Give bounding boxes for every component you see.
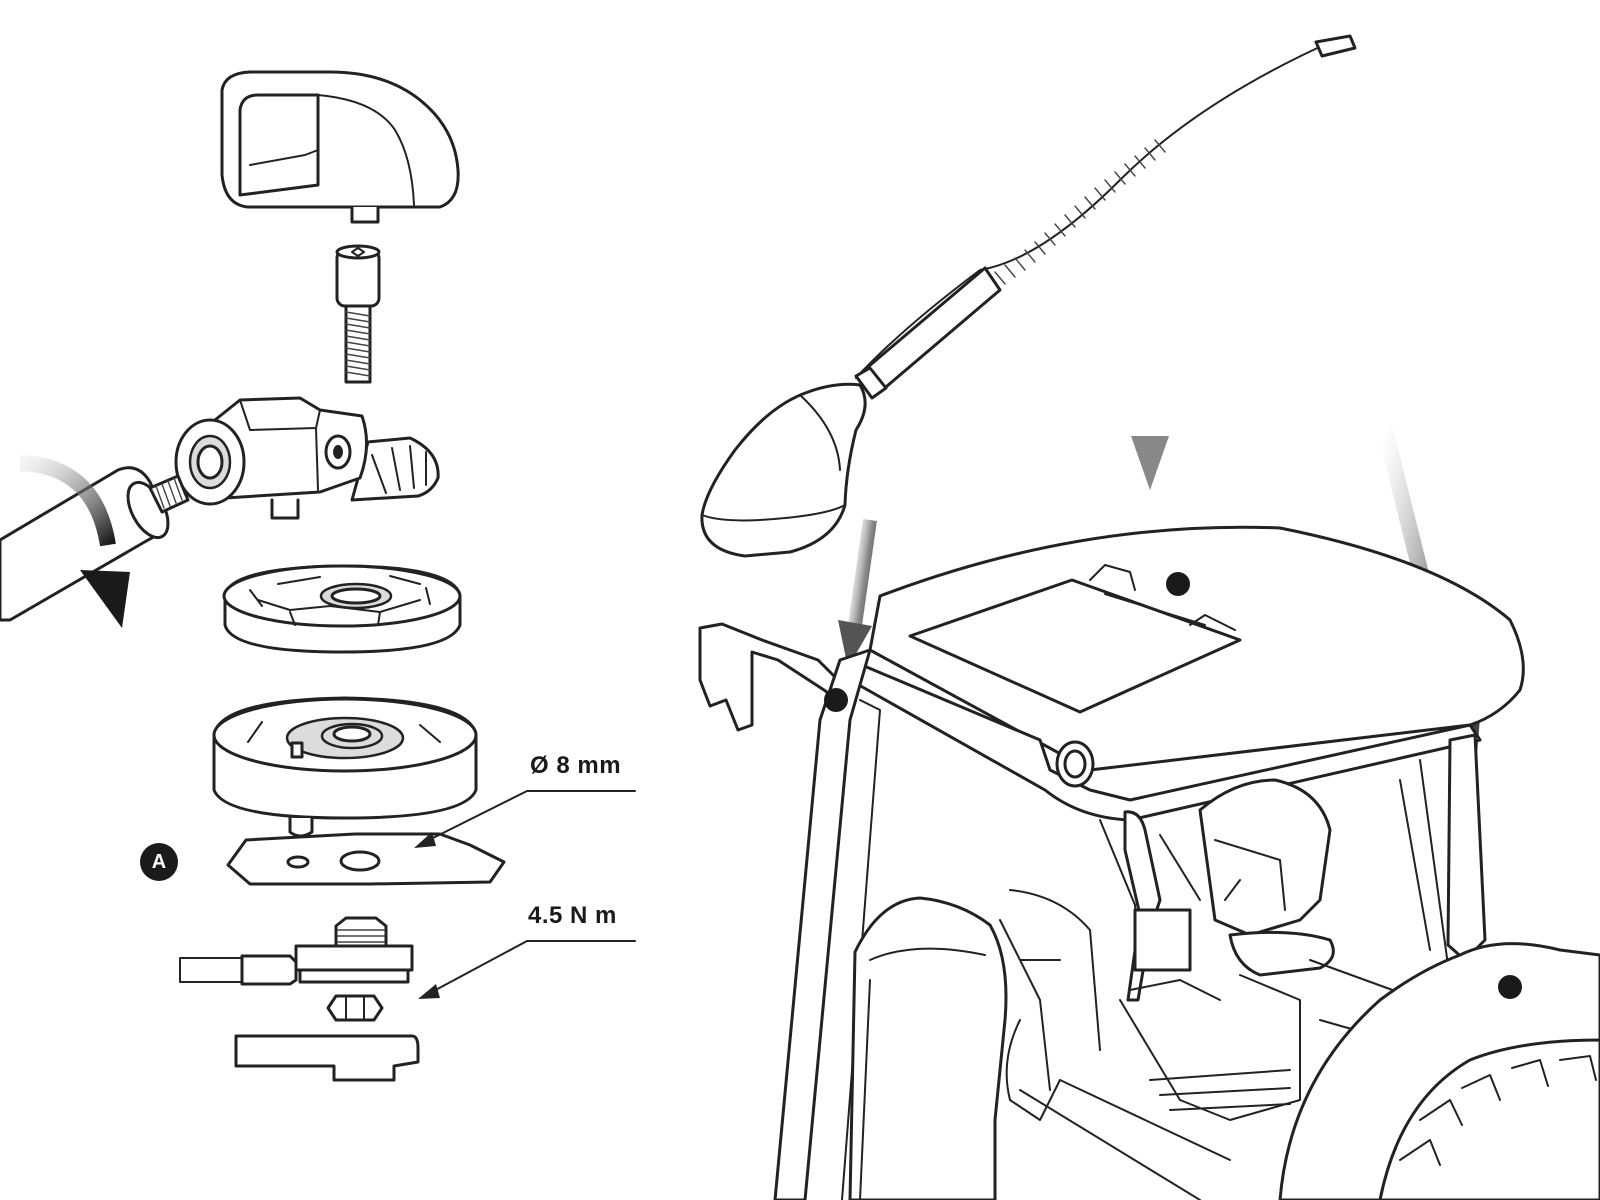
seal-ring [222,564,462,654]
part-a-badge: A [140,843,178,881]
rotation-arrow-icon [19,455,130,628]
hex-nut [326,994,384,1022]
antenna-base-assembled [700,382,867,558]
roof-panel-section [234,1034,420,1082]
antenna-swivel-head [174,396,440,520]
mount-point-markers [824,572,1522,999]
antenna-mast-stub [0,466,190,622]
cable-connector [179,916,414,986]
diameter-label: Ø 8 mm [530,752,622,779]
antenna-cover-cap [220,70,460,224]
tractor-cab [698,525,1600,1200]
antenna-whip [854,34,1357,400]
diameter-leader-line [414,790,636,848]
mounting-gasket [226,832,506,886]
torque-label: 4.5 N m [528,902,617,929]
mounting-screw [335,244,381,384]
torque-leader-line [418,940,636,999]
antenna-base-foot [212,696,478,838]
